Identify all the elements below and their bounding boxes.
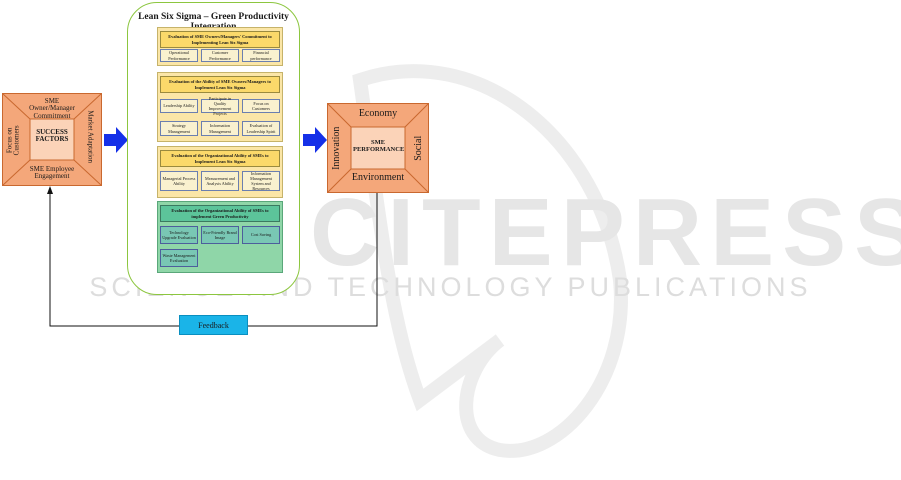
perf-bottom-label: Environment [351,172,405,183]
item-information-management: Information Management [201,121,239,136]
item-strategy-management: Strategy Management [160,121,198,136]
group-header: Evaluation of the Organizational Ability… [160,150,280,167]
item-financial-performance: Financial performance [242,49,280,62]
right-arrow-icon [303,127,327,153]
sf-center-label: SUCCESS FACTORS [35,128,69,144]
group-header: Evaluation of the Ability of SME Owners/… [160,76,280,93]
group-owner-ability: Evaluation of the Ability of SME Owners/… [157,72,283,142]
item-technology-upgrade: Technology Upgrade Evaluation [160,226,198,244]
item-managerial-process: Managerial Process Ability [160,171,198,191]
perf-center-label: SME PERFORMANCE [353,139,405,153]
item-measurement-analysis: Measurement and Analysis Ability [201,171,239,191]
perf-top-label: Economy [358,108,398,119]
item-eco-brand-image: Eco-Friendly Brand Image [201,226,239,244]
sf-top-label: SME Owner/Manager Commitment [29,97,75,120]
sme-performance-box: Economy Environment Innovation Social SM… [327,103,429,193]
item-cost-saving: Cost Saving [242,226,280,244]
item-customer-performance: Customer Performance [201,49,239,62]
watermark-swirl-icon [352,64,628,458]
group-owner-commitment: Evaluation of SME Owners/Managers' Commi… [157,27,283,66]
item-leadership-spirit: Evaluation of Leadership Spirit [242,121,280,136]
item-operational-performance: Operational Performance [160,49,198,62]
item-info-system-resources: Information Management System and Resour… [242,171,280,191]
item-quality-projects: Participate in Quality Improvement Proje… [201,96,239,116]
sf-bottom-label: SME Employee Engagement [29,165,75,181]
item-focus-customers: Focus on Customers [242,99,280,113]
item-waste-management: Waste Management Evaluation [160,249,198,267]
group-org-ability-lss: Evaluation of the Organizational Ability… [157,146,283,198]
item-leadership-ability: Leadership Ability [160,99,198,113]
group-header: Evaluation of the Organizational Ability… [160,205,280,222]
right-arrow-icon [104,127,128,153]
success-factors-box: SME Owner/Manager Commitment SME Employe… [2,93,102,186]
group-org-ability-gp: Evaluation of the Organizational Ability… [157,201,283,273]
feedback-label: Feedback [179,315,248,335]
group-header: Evaluation of SME Owners/Managers' Commi… [160,31,280,48]
